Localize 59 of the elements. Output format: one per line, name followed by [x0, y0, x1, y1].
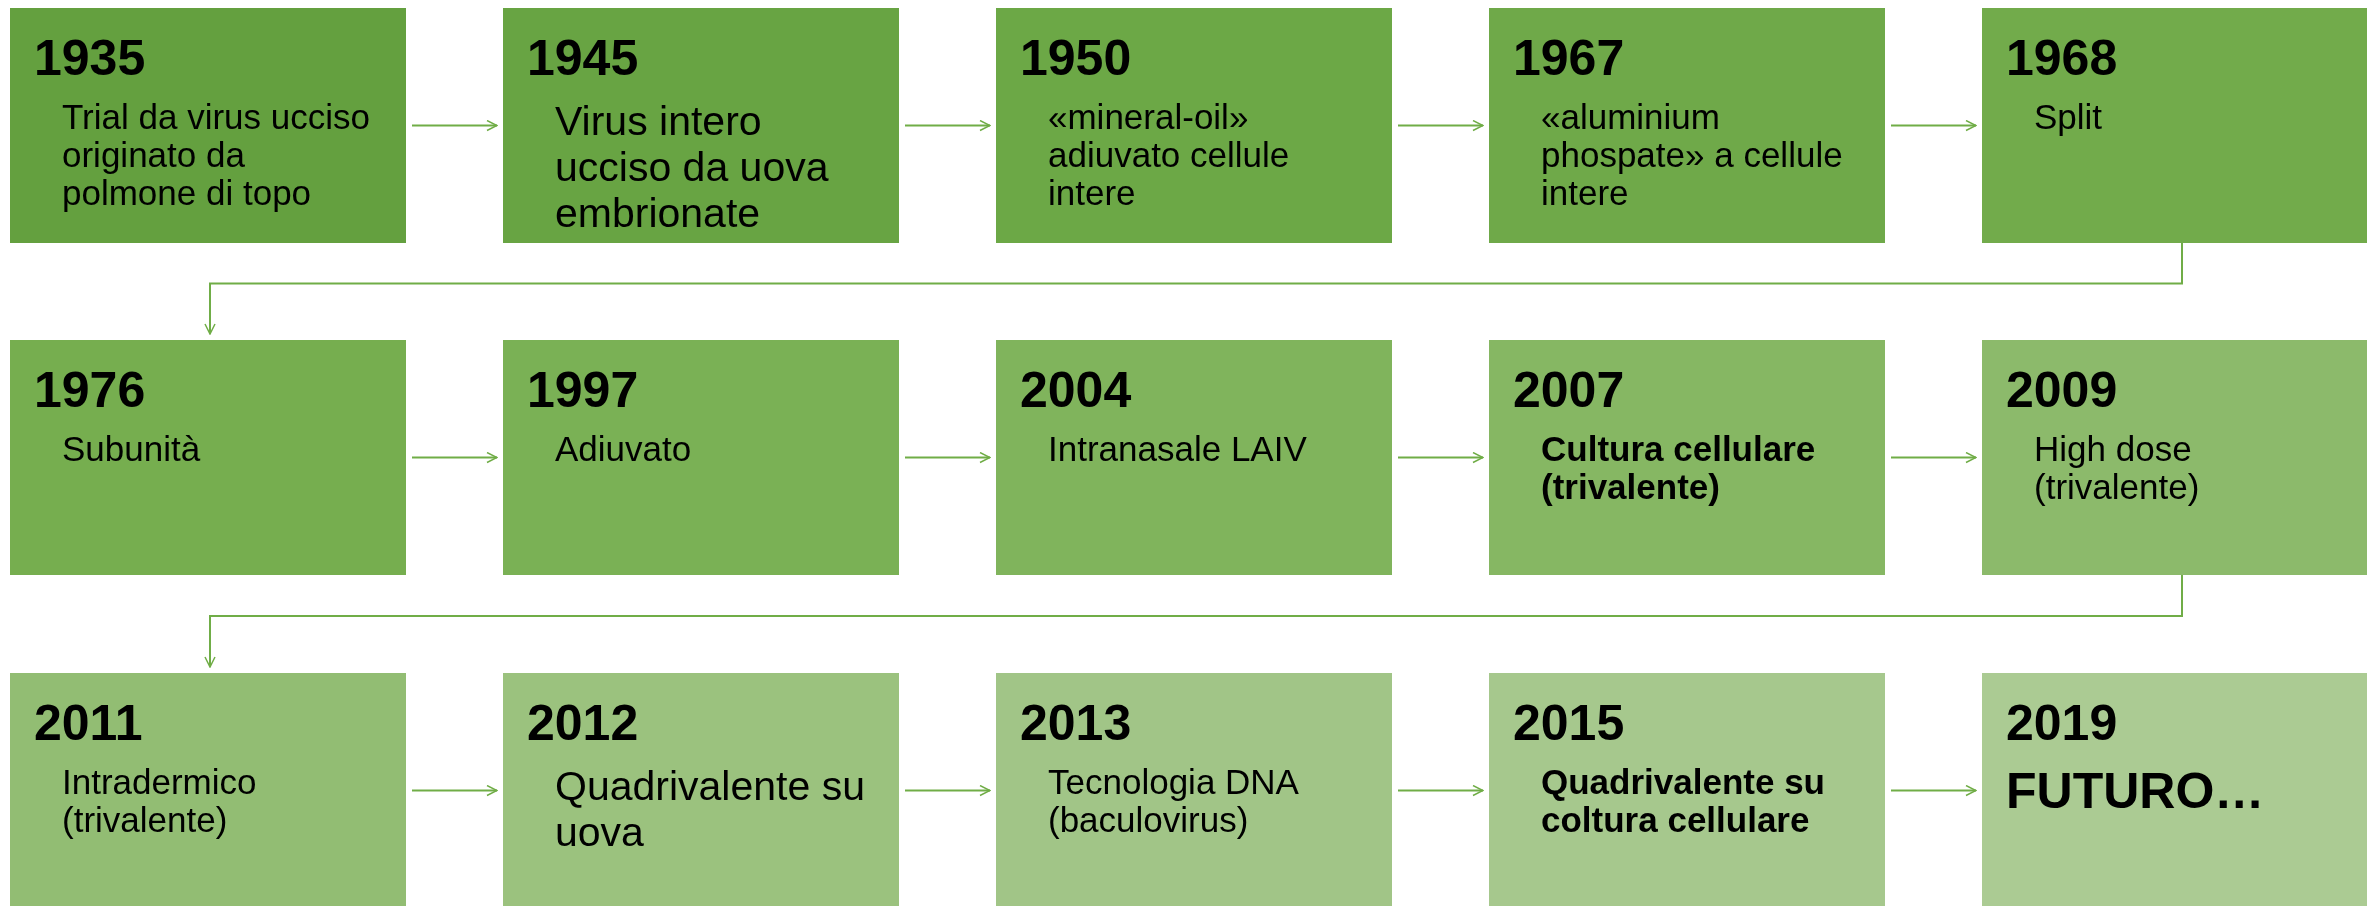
year-label: 1950 — [1020, 30, 1133, 86]
year-label: 2009 — [2006, 362, 2119, 418]
year-label: 1968 — [2006, 30, 2119, 86]
year-label: 1935 — [34, 30, 147, 86]
milestone-text: High dose (trivalente) — [2033, 430, 2201, 506]
arrow — [1397, 784, 1484, 797]
timeline-box — [1489, 340, 1885, 575]
milestone-text: Split — [2033, 98, 2104, 136]
year-label: 2011 — [34, 695, 144, 751]
milestone-text: «aluminium phospate» a cellule intere — [1540, 98, 1844, 212]
arrow — [411, 784, 498, 797]
timeline-box — [10, 340, 406, 575]
milestone-text: Trial da virus ucciso originato da polmone di topo — [61, 98, 371, 212]
timeline-box — [503, 673, 899, 906]
arrow — [204, 242, 2183, 335]
milestone-text: Virus intero ucciso da uova embrionate — [554, 98, 830, 236]
milestone-text: Adiuvato — [554, 430, 693, 468]
timeline-box — [10, 8, 406, 243]
milestone-text: «mineral-oil» adiuvato cellule intere — [1047, 98, 1291, 212]
year-label: 1997 — [527, 362, 640, 418]
timeline-box — [503, 8, 899, 243]
arrow — [904, 119, 991, 132]
timeline-box — [996, 673, 1392, 906]
timeline-box — [1982, 673, 2367, 906]
box-heading: FUTURO… — [2006, 763, 2266, 819]
timeline-box — [503, 340, 899, 575]
timeline-box — [1489, 673, 1885, 906]
timeline-box — [10, 673, 406, 906]
arrow — [1890, 119, 1977, 132]
milestone-text: Intradermico (trivalente) — [61, 763, 258, 839]
timeline-box — [1489, 8, 1885, 243]
timeline-box — [996, 8, 1392, 243]
arrow — [1890, 784, 1977, 797]
arrow — [1397, 451, 1484, 464]
milestone-text: Intranasale LAIV — [1047, 430, 1308, 468]
arrow — [411, 451, 498, 464]
milestone-text: Tecnologia DNA (baculovirus) — [1047, 763, 1299, 839]
year-label: 1976 — [34, 362, 147, 418]
milestone-text: Cultura cellulare (trivalente) — [1540, 430, 1817, 506]
year-label: 2019 — [2006, 695, 2119, 751]
year-label: 2004 — [1020, 362, 1133, 418]
arrow — [1890, 451, 1977, 464]
arrow — [904, 784, 991, 797]
timeline-box — [1982, 8, 2367, 243]
year-label: 1967 — [1513, 30, 1626, 86]
arrow — [204, 574, 2183, 668]
arrow — [411, 119, 498, 132]
milestone-text: Quadrivalente su uova — [554, 763, 866, 855]
year-label: 2013 — [1020, 695, 1133, 751]
timeline-box — [1982, 340, 2367, 575]
milestone-text: Quadrivalente su coltura cellulare — [1540, 763, 1826, 839]
arrow — [904, 451, 991, 464]
year-label: 2007 — [1513, 362, 1626, 418]
arrow — [1397, 119, 1484, 132]
timeline-box — [996, 340, 1392, 575]
year-label: 1945 — [527, 30, 640, 86]
year-label: 2015 — [1513, 695, 1626, 751]
milestone-text: Subunità — [61, 430, 202, 468]
year-label: 2012 — [527, 695, 640, 751]
